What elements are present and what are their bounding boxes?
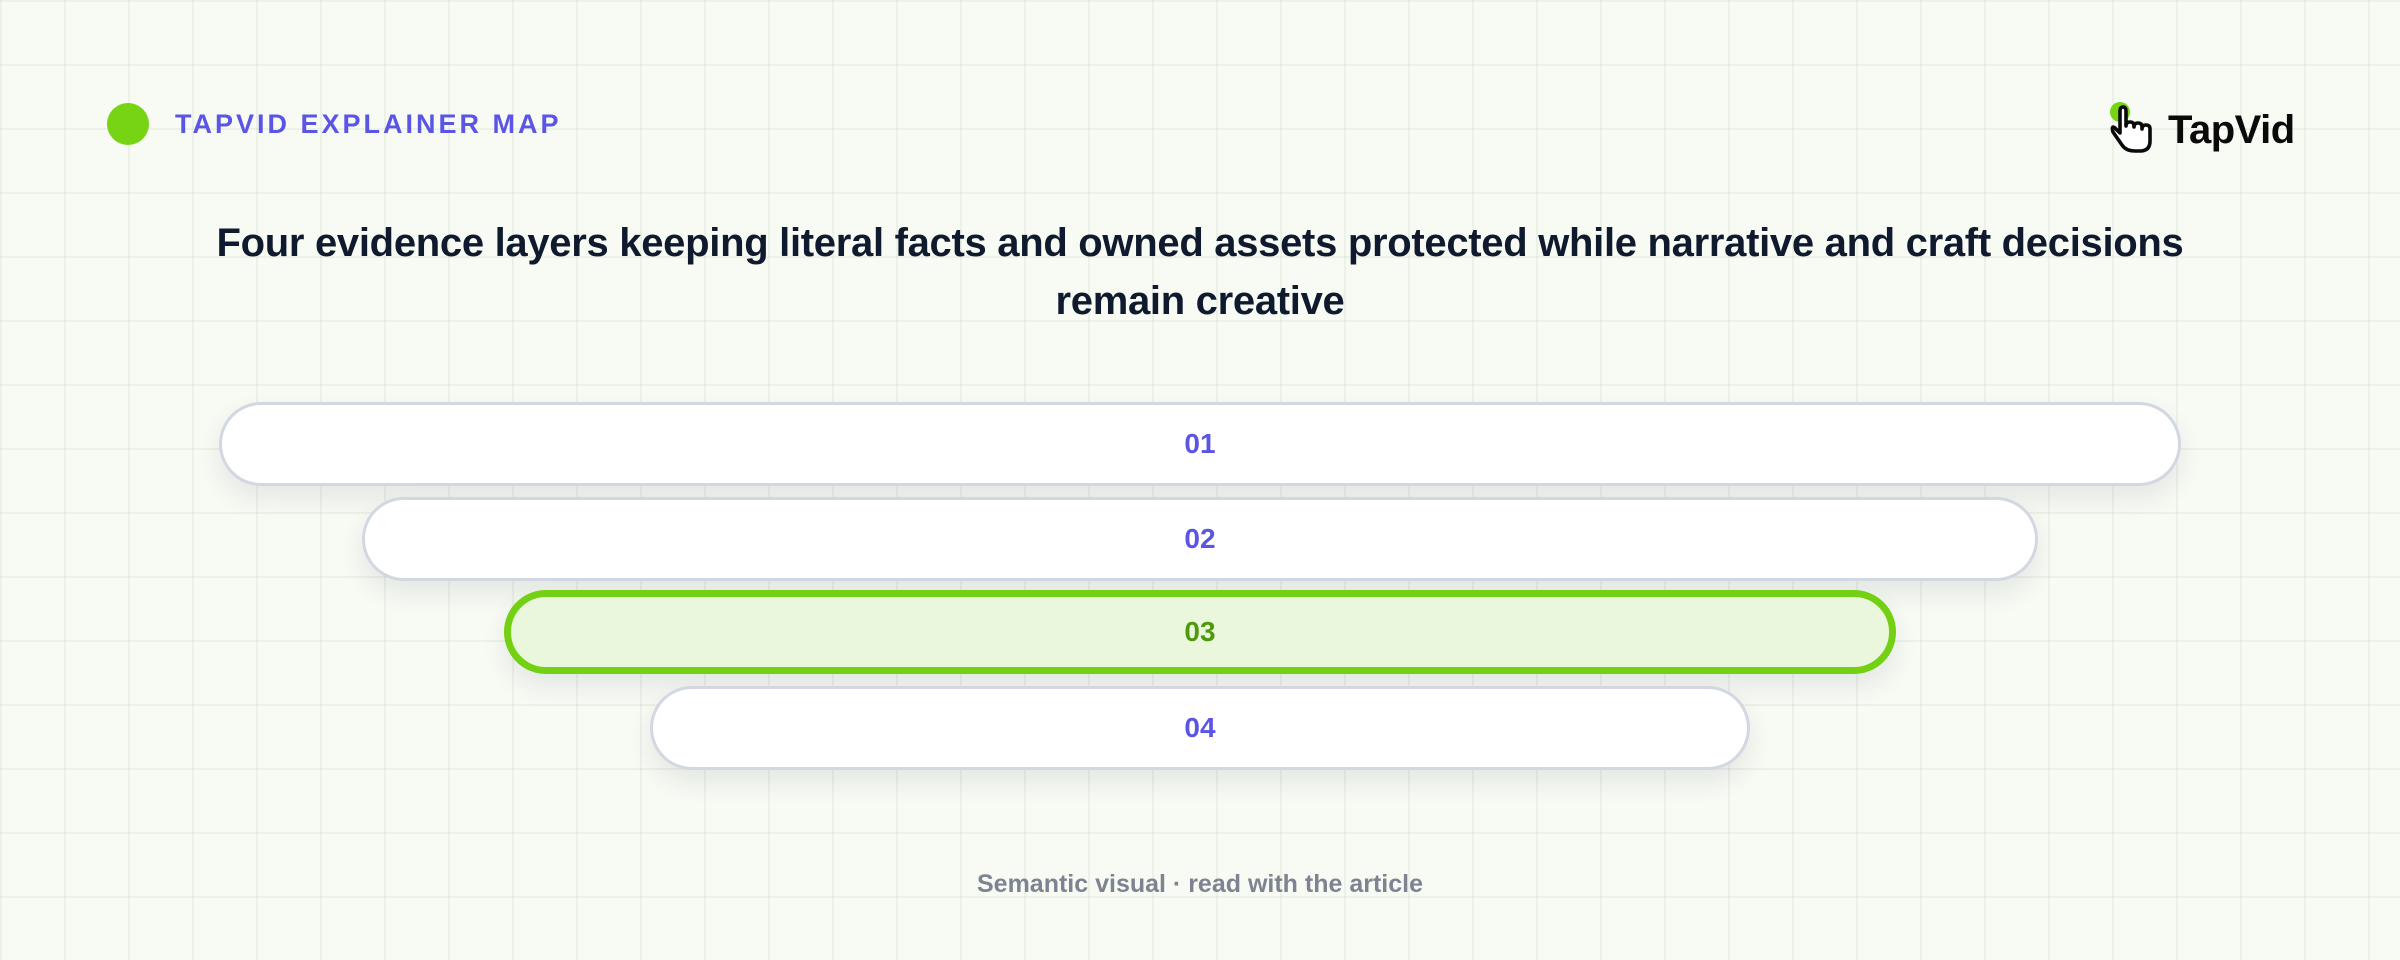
brand-eyebrow: TAPVID EXPLAINER MAP [107,102,562,146]
layer-number: 01 [1184,428,1216,459]
pointer-hand-icon [2110,102,2152,153]
evidence-layer-02[interactable]: 02 [362,497,2038,581]
logo-wordmark: TapVid [2168,107,2295,152]
layer-number: 03 [1184,616,1216,647]
footer-caption: Semantic visual · read with the article [977,870,1423,898]
evidence-layer-03-active[interactable]: 03 [504,590,1896,674]
layer-number: 04 [1184,712,1216,743]
brand-dot [107,103,149,145]
evidence-layer-04[interactable]: 04 [650,686,1750,770]
tapvid-logo: TapVid [2104,98,2295,162]
evidence-layer-01[interactable]: 01 [219,402,2181,486]
page-title: Four evidence layers keeping literal fac… [216,221,2184,323]
eyebrow-label: TAPVID EXPLAINER MAP [175,108,562,139]
layer-number: 02 [1184,523,1216,554]
